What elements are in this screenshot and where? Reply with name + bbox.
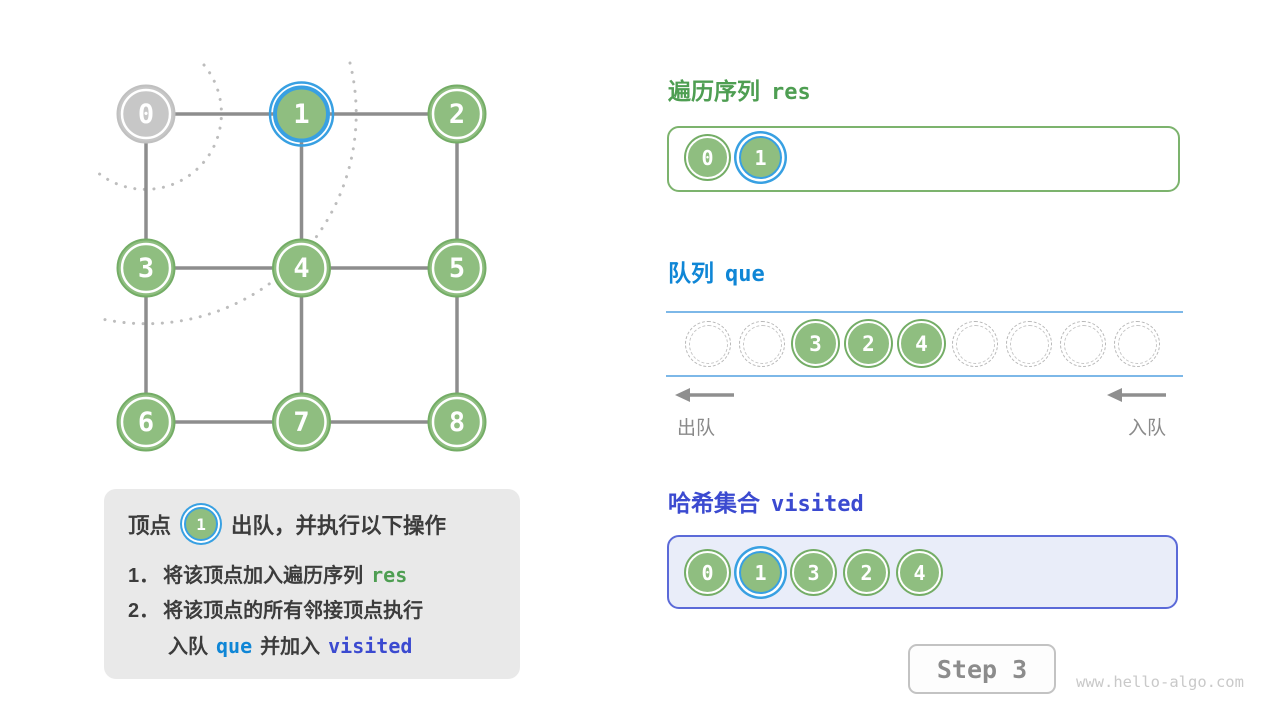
- graph-nodes: 0 1 2 3 4 5 6 7 8: [116, 81, 487, 452]
- watermark: www.hello-algo.com: [1076, 673, 1244, 691]
- enqueue-label: 入队: [1128, 418, 1167, 439]
- current-node-badge-label: 1: [196, 514, 206, 534]
- res-node-1: 1: [739, 136, 782, 179]
- info-step-2-mid: 并加入: [260, 636, 321, 658]
- visited-code-token: visited: [328, 634, 413, 658]
- res-list-box: [667, 126, 1180, 192]
- graph-node-label: 4: [293, 253, 309, 284]
- queue-bottom-rail: [666, 375, 1183, 377]
- graph-node-7: 7: [272, 392, 331, 452]
- info-step-2: 2．将该顶点的所有邻接顶点执行: [128, 594, 502, 629]
- graph-node-label: 1: [293, 99, 309, 130]
- dequeue-label: 出队: [677, 418, 716, 439]
- res-title-zh: 遍历序列: [668, 78, 760, 104]
- queue-top-rail: [666, 311, 1183, 313]
- queue-title-zh: 队列: [668, 260, 714, 286]
- info-title-suffix: 出队，并执行以下操作: [231, 513, 447, 538]
- graph-node-label: 6: [138, 407, 154, 438]
- visited-node-0: 0: [686, 551, 729, 594]
- queue-title-code: que: [725, 262, 765, 287]
- visited-title-zh: 哈希集合: [668, 490, 760, 516]
- info-step-1-text: 将该顶点加入遍历序列: [163, 565, 364, 587]
- visited-node-2: 2: [845, 551, 888, 594]
- res-node-0: 0: [686, 136, 729, 179]
- visited-node-3: 3: [792, 551, 835, 594]
- queue-slot-empty-6: [1006, 321, 1052, 367]
- info-step-1: 1．将该顶点加入遍历序列 res: [128, 558, 502, 594]
- step-indicator-label: Step 3: [936, 654, 1028, 684]
- graph-node-label: 8: [449, 407, 465, 438]
- queue-slot-4: 4: [899, 321, 944, 366]
- queue-slot-empty-8: [1114, 321, 1160, 367]
- graph-node-5: 5: [427, 238, 487, 298]
- res-code-token: res: [371, 563, 408, 587]
- graph-node-8: 8: [427, 392, 487, 452]
- visited-node-4: 4: [898, 551, 941, 594]
- graph-node-1: 1: [268, 81, 335, 147]
- info-box: 顶点 1 出队，并执行以下操作 1．将该顶点加入遍历序列 res 2．将该顶点的所…: [104, 489, 520, 679]
- bfs-wave-arc-inner: [95, 63, 223, 191]
- info-step-1-number: 1．: [128, 565, 160, 587]
- graph-node-label: 2: [449, 99, 465, 130]
- queue-slot-empty-1: [739, 321, 785, 367]
- graph-node-label: 0: [138, 99, 154, 130]
- info-box-steps: 1．将该顶点加入遍历序列 res 2．将该顶点的所有邻接顶点执行 入队 que 并加入…: [128, 558, 502, 665]
- graph-canvas: 0 1 2 3 4 5 6 7 8: [95, 61, 487, 452]
- enqueue-arrow-icon: [1107, 388, 1166, 402]
- res-section-title: 遍历序列 res: [668, 72, 811, 106]
- queue-slot-empty-0: [685, 321, 731, 367]
- current-node-badge: 1: [184, 507, 219, 541]
- res-title-code: res: [771, 80, 811, 105]
- step-indicator: Step 3: [908, 644, 1056, 694]
- info-step-2-continued: 入队 que 并加入 visited: [128, 629, 502, 665]
- graph-node-label: 5: [449, 253, 465, 284]
- graph-node-6: 6: [116, 392, 176, 452]
- que-code-token: que: [216, 634, 253, 658]
- visited-node-1: 1: [739, 551, 782, 594]
- info-step-2-pre: 入队: [168, 636, 208, 658]
- queue-section-title: 队列 que: [668, 254, 765, 288]
- graph-node-0: 0: [116, 84, 176, 144]
- queue-slot-empty-7: [1060, 321, 1106, 367]
- graph-node-3: 3: [116, 238, 176, 298]
- graph-node-2: 2: [427, 84, 487, 144]
- queue-slot-3: 3: [793, 321, 838, 366]
- graph-node-4: 4: [272, 238, 331, 298]
- queue-slot-empty-5: [952, 321, 998, 367]
- graph-node-label: 3: [138, 253, 154, 284]
- queue-slot-2: 2: [846, 321, 891, 366]
- visited-title-code: visited: [771, 492, 864, 517]
- info-step-2-text: 将该顶点的所有邻接顶点执行: [163, 600, 424, 622]
- dequeue-arrow-icon: [675, 388, 734, 402]
- info-step-2-number: 2．: [128, 600, 160, 622]
- info-box-title: 顶点 1 出队，并执行以下操作: [128, 502, 502, 546]
- graph-node-label: 7: [293, 407, 309, 438]
- info-title-prefix: 顶点: [128, 513, 172, 538]
- visited-section-title: 哈希集合 visited: [668, 484, 864, 518]
